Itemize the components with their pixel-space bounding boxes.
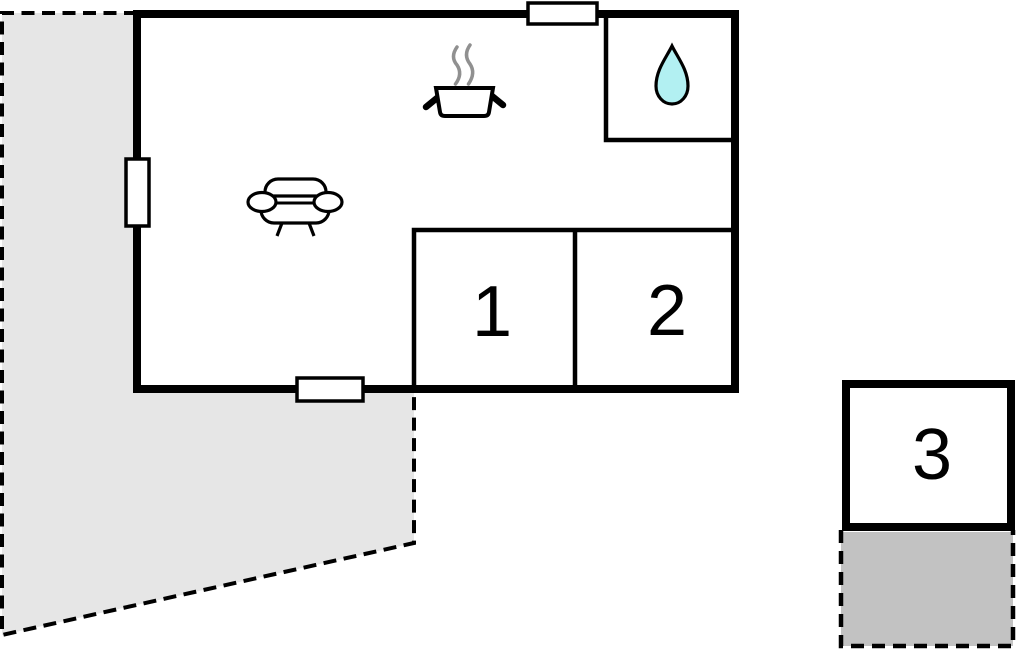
bedroom-walls [411, 227, 733, 390]
water-drop-icon [654, 42, 690, 106]
door-top [526, 1, 599, 26]
annex-patio-dashed-border [838, 530, 1016, 649]
room-2-label: 2 [646, 271, 688, 351]
steam-line [451, 45, 462, 86]
room-1-label: 1 [471, 272, 513, 352]
annex-building-outline [842, 380, 1015, 531]
annex-patio-area [841, 532, 1013, 646]
room-3-label: 3 [911, 415, 953, 495]
sofa-icon [246, 177, 344, 237]
main-building-outline [133, 10, 739, 393]
shower-room-walls [603, 16, 737, 143]
terrace-area [2, 13, 414, 635]
door-bottom [295, 376, 365, 403]
terrace-dashed-border [0, 11, 416, 638]
window-left [124, 157, 151, 228]
cooking-pot-icon [422, 43, 507, 118]
steam-line [464, 43, 475, 86]
